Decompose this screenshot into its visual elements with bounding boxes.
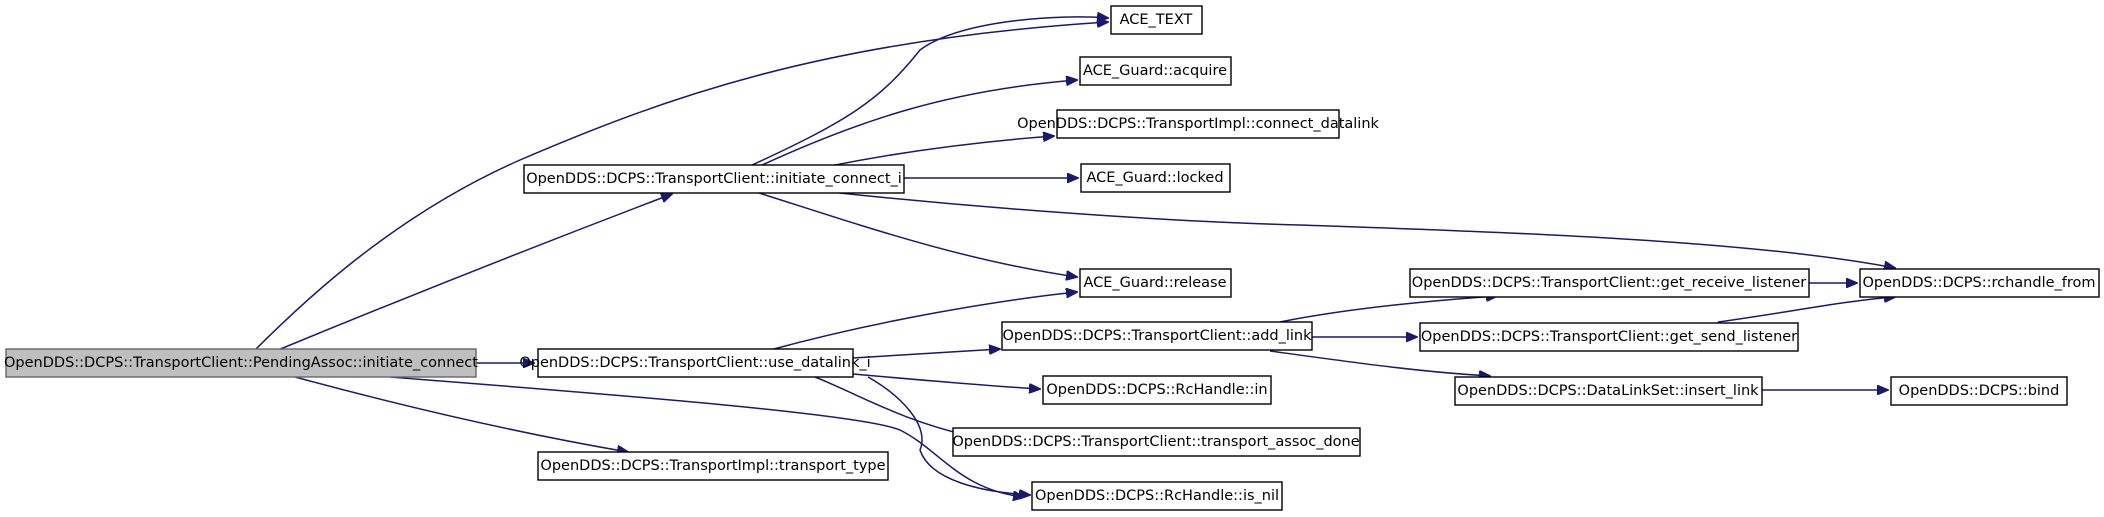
node-label: OpenDDS::DCPS::TransportClient::PendingA… — [4, 355, 478, 371]
node-label: OpenDDS::DCPS::TransportImpl::transport_… — [540, 458, 885, 474]
node-label: OpenDDS::DCPS::TransportClient::get_rece… — [1412, 275, 1806, 291]
edge-use-datalink-i-to-is-nil — [867, 376, 1030, 495]
edge-root-to-ace-text — [254, 22, 1108, 351]
node-label: OpenDDS::DCPS::DataLinkSet::insert_link — [1457, 383, 1759, 399]
node-ace-text[interactable]: ACE_TEXT — [1110, 5, 1203, 35]
edge-add-link-to-insert-link — [1269, 350, 1490, 376]
edge-use-datalink-i-to-rc-in — [852, 373, 1040, 389]
node-label: OpenDDS::DCPS::TransportImpl::connect_da… — [1017, 116, 1379, 132]
node-label: OpenDDS::DCPS::RcHandle::in — [1046, 382, 1267, 398]
node-transport-type[interactable]: OpenDDS::DCPS::TransportImpl::transport_… — [537, 451, 889, 481]
edge-initiate-connect-i-to-ace-text — [749, 17, 1108, 167]
node-transport-assoc-done[interactable]: OpenDDS::DCPS::TransportClient::transpor… — [952, 427, 1361, 457]
node-label: ACE_Guard::locked — [1086, 170, 1223, 186]
node-label: ACE_TEXT — [1120, 12, 1193, 28]
node-rchandle-is-nil[interactable]: OpenDDS::DCPS::RcHandle::is_nil — [1031, 481, 1283, 511]
node-use-datalink-i[interactable]: OpenDDS::DCPS::TransportClient::use_data… — [519, 348, 871, 378]
node-ace-guard-acquire[interactable]: ACE_Guard::acquire — [1079, 56, 1232, 86]
node-get-send-listener[interactable]: OpenDDS::DCPS::TransportClient::get_send… — [1419, 322, 1799, 352]
node-connect-datalink[interactable]: OpenDDS::DCPS::TransportImpl::connect_da… — [1017, 109, 1380, 139]
edge-root-to-initiate-connect-i — [277, 194, 672, 351]
node-add-link[interactable]: OpenDDS::DCPS::TransportClient::add_link — [1001, 321, 1313, 351]
node-label: OpenDDS::DCPS::TransportClient::use_data… — [519, 355, 870, 371]
edge-use-datalink-i-to-transport-assoc-done — [814, 376, 970, 436]
node-bind[interactable]: OpenDDS::DCPS::bind — [1890, 376, 2068, 406]
edge-add-link-to-get-receive-listener — [1279, 296, 1497, 323]
node-label: OpenDDS::DCPS::TransportClient::add_link — [1002, 328, 1312, 344]
edge-initiate-connect-i-to-release — [755, 191, 1077, 277]
node-insert-link[interactable]: OpenDDS::DCPS::DataLinkSet::insert_link — [1454, 376, 1763, 406]
node-label: OpenDDS::DCPS::TransportClient::initiate… — [526, 171, 902, 187]
node-label: OpenDDS::DCPS::TransportClient::get_send… — [1421, 329, 1797, 345]
node-initiate-connect-root[interactable]: OpenDDS::DCPS::TransportClient::PendingA… — [4, 348, 478, 378]
edge-root-to-transport-type — [294, 376, 628, 452]
node-label: OpenDDS::DCPS::TransportClient::transpor… — [952, 434, 1359, 450]
node-label: OpenDDS::DCPS::bind — [1899, 383, 2060, 399]
node-label: ACE_Guard::release — [1083, 275, 1226, 291]
node-label: OpenDDS::DCPS::rchandle_from — [1862, 275, 2095, 291]
edge-use-datalink-i-to-release — [769, 292, 1077, 351]
edges — [254, 17, 1895, 497]
edge-initiate-connect-i-to-rchandle-from — [829, 191, 1895, 268]
node-label: ACE_Guard::acquire — [1083, 63, 1227, 79]
edge-root-to-is-nil — [389, 376, 1024, 497]
node-rchandle-in[interactable]: OpenDDS::DCPS::RcHandle::in — [1042, 375, 1272, 405]
edge-get-send-listener-to-rchandle-from — [1717, 297, 1895, 323]
node-get-receive-listener[interactable]: OpenDDS::DCPS::TransportClient::get_rece… — [1409, 268, 1810, 298]
node-ace-guard-locked[interactable]: ACE_Guard::locked — [1080, 163, 1231, 193]
edge-initiate-connect-i-to-connect-datalink — [829, 136, 1054, 167]
edge-use-datalink-i-to-add-link — [852, 349, 1000, 359]
nodes: OpenDDS::DCPS::TransportClient::PendingA… — [4, 5, 2100, 511]
node-initiate-connect-i[interactable]: OpenDDS::DCPS::TransportClient::initiate… — [523, 164, 905, 194]
node-label: OpenDDS::DCPS::RcHandle::is_nil — [1035, 488, 1279, 504]
node-rchandle-from[interactable]: OpenDDS::DCPS::rchandle_from — [1859, 268, 2100, 298]
node-ace-guard-release[interactable]: ACE_Guard::release — [1079, 268, 1232, 298]
edge-initiate-connect-i-to-acquire — [759, 80, 1077, 167]
